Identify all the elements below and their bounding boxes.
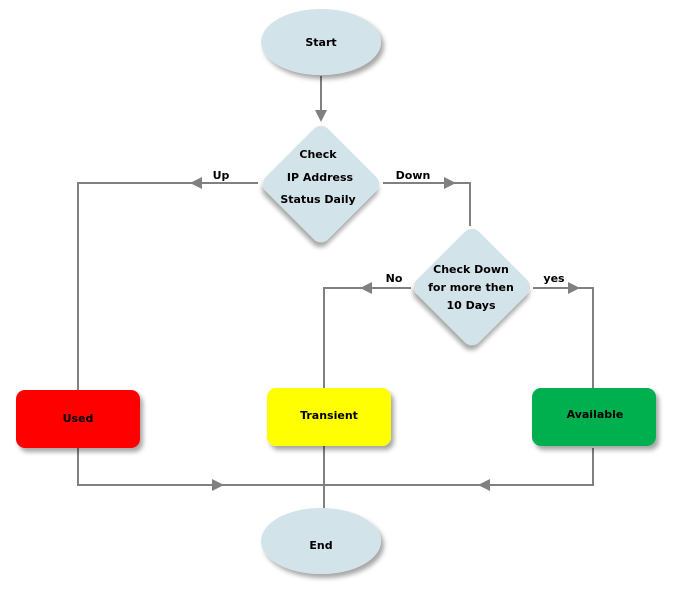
available-shape [532, 388, 656, 446]
check-ip-decision: Check IP Address Status Daily [262, 125, 380, 243]
arrow-right-icon [212, 479, 224, 491]
edge-down-to-check-down [383, 182, 471, 226]
transient-label: Transient [300, 409, 358, 422]
edge-up-to-used [77, 182, 258, 390]
check-ip-line3: Status Daily [280, 193, 355, 206]
end-label: End [309, 539, 332, 552]
arrow-right-icon [444, 177, 456, 189]
available-label: Available [567, 408, 624, 421]
transient-shape [267, 388, 391, 446]
end-shape [261, 508, 381, 574]
connectors [77, 76, 594, 508]
arrow-right-icon [568, 282, 580, 294]
arrow-left-icon [360, 282, 372, 294]
start-node: Start [261, 9, 381, 75]
edge-label-up: Up [213, 169, 230, 182]
arrow-down-icon [315, 110, 327, 122]
edge-bottom-bus [77, 448, 594, 486]
check-down-shape [413, 228, 531, 346]
edge-label-yes: yes [543, 272, 565, 285]
arrow-left-icon [190, 177, 202, 189]
end-node: End [261, 508, 381, 574]
edge-label-down: Down [396, 169, 431, 182]
check-ip-line1: Check [299, 148, 337, 161]
check-down-line3: 10 Days [446, 299, 496, 312]
arrow-left-icon [478, 479, 490, 491]
edge-no-to-transient [323, 287, 411, 388]
check-down-line2: for more then [428, 281, 514, 294]
used-node: Used [16, 390, 140, 448]
start-label: Start [305, 36, 336, 49]
used-shape [16, 390, 140, 448]
transient-node: Transient [267, 388, 391, 446]
check-down-decision: Check Down for more then 10 Days [413, 228, 531, 346]
edge-yes-to-available [533, 287, 594, 388]
available-node: Available [532, 388, 656, 446]
start-shape [261, 9, 381, 75]
check-down-line1: Check Down [433, 263, 509, 276]
check-ip-shape [262, 125, 380, 243]
used-label: Used [63, 412, 94, 425]
check-ip-line2: IP Address [287, 171, 354, 184]
edge-label-no: No [386, 272, 403, 285]
